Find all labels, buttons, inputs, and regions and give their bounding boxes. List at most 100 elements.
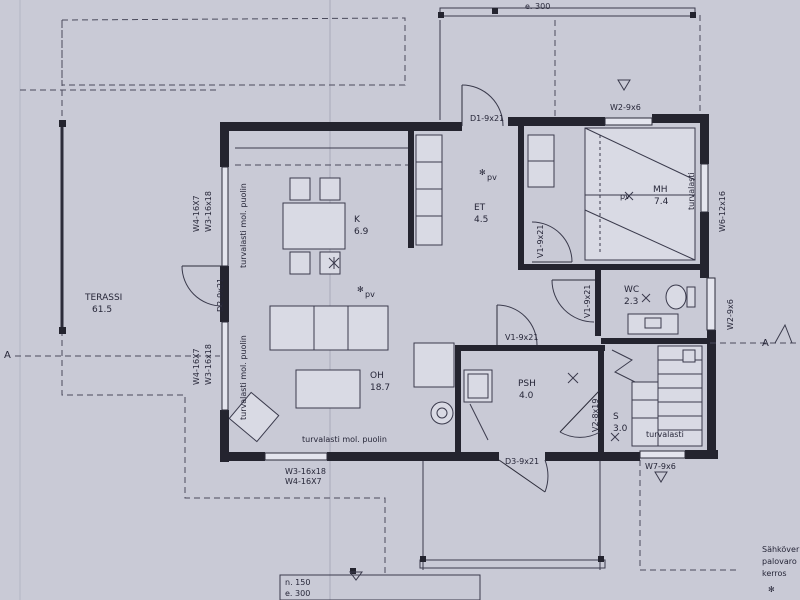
sofa	[269, 305, 389, 351]
door-d3	[498, 459, 549, 493]
section-mark-right: A	[762, 338, 769, 349]
dining-table	[282, 202, 346, 250]
door-d2	[181, 265, 223, 307]
room-psh-area: 4.0	[519, 391, 534, 401]
dining-set	[282, 177, 346, 275]
exterior-walls	[220, 114, 718, 462]
legend-line-1: Sähköver	[762, 545, 800, 554]
window-w6	[700, 163, 709, 213]
room-oh-name: OH	[370, 371, 384, 381]
doors	[181, 84, 601, 493]
legend-line-2: palovaro	[762, 557, 797, 566]
pv-label-oh: pv	[365, 290, 375, 299]
label-v1-et: V1-9x21	[536, 225, 545, 258]
room-k-area: 6.9	[354, 227, 369, 237]
sauna-benches	[611, 345, 703, 447]
light-symbols	[328, 79, 668, 581]
windows	[221, 117, 716, 461]
vent-icon	[617, 79, 631, 91]
pv-notes: pv pv pv ✻ ✻	[357, 168, 630, 299]
label-w6: W6-12x16	[718, 191, 727, 232]
room-psh-name: PSH	[518, 379, 536, 389]
section-lines: A A	[4, 323, 800, 361]
dimension-e300-bottom: e. 300	[285, 589, 310, 598]
armchair	[228, 391, 280, 443]
label-w4-lower: W4-16X7	[192, 348, 201, 385]
label-w2-right: W2-9x6	[726, 299, 735, 330]
window-w3-bottom	[264, 452, 328, 461]
label-w3-bottom: W3-16x18	[285, 467, 326, 476]
room-s-name: S	[613, 412, 619, 422]
opening-labels: D1-9x21 W2-9x6 V1-9x21 D3-9x21 W7-9x6 W3…	[285, 103, 684, 486]
label-w3-lower: W3-16x18	[204, 344, 213, 385]
room-wc-area: 2.3	[624, 297, 638, 307]
label-d1: D1-9x21	[470, 114, 504, 123]
note-safety-glass-sauna: turvalasti	[646, 430, 684, 439]
window-w3-lower	[221, 321, 229, 411]
light-icon	[610, 432, 620, 442]
room-et-area: 4.5	[474, 215, 488, 225]
opening-labels-vertical: W4-16X7 W3-16x18 W4-16X7 W3-16x18 D2-9x2…	[192, 172, 735, 432]
legend-fragment: Sähköver palovaro kerros ✻	[762, 545, 800, 594]
label-w2-top: W2-9x6	[610, 103, 641, 112]
label-w7: W7-9x6	[645, 462, 676, 471]
note-safety-glass-mh: turvalasti	[687, 172, 696, 210]
svg-text:✻: ✻	[768, 585, 775, 594]
door-v1-wc	[551, 279, 595, 323]
room-oh-area: 18.7	[370, 383, 390, 393]
light-icon	[641, 293, 651, 303]
room-terassi-area: 61.5	[92, 305, 112, 315]
legend-line-3: kerros	[762, 569, 787, 578]
label-d2: D2-9x21	[216, 278, 225, 312]
heater-icon	[611, 349, 636, 383]
room-s-area: 3.0	[613, 424, 628, 434]
room-mh-area: 7.4	[654, 197, 669, 207]
window-w2-right	[706, 277, 716, 331]
wardrobes	[415, 127, 696, 261]
chair	[319, 177, 341, 201]
note-safety-glass-upper: turvalasti mol. puolin	[239, 183, 248, 268]
chair	[289, 251, 311, 275]
light-icon	[567, 372, 579, 384]
svg-text:✻: ✻	[357, 285, 364, 294]
interior-walls	[408, 125, 708, 457]
terrace-outline	[20, 15, 740, 575]
chair	[289, 177, 311, 201]
window-w3-upper	[221, 166, 229, 267]
boiler-icon	[430, 401, 454, 425]
pv-label-et: pv	[487, 173, 497, 182]
kitchen-counter	[235, 147, 408, 166]
coffee-table	[295, 369, 361, 409]
toilet-icon	[665, 284, 687, 310]
window-w7	[639, 450, 686, 459]
light-icon	[624, 191, 634, 201]
door-v1-et	[531, 221, 573, 263]
light-icon	[328, 257, 340, 269]
note-safety-glass-bottom: turvalasti mol. puolin	[302, 435, 387, 444]
door-v2	[559, 389, 601, 438]
door-v1-psh	[496, 304, 538, 346]
room-terassi-name: TERASSI	[84, 293, 122, 303]
label-v1-wc: V1-9x21	[583, 285, 592, 318]
label-w4-bottom: W4-16X7	[285, 477, 322, 486]
section-mark-left: A	[4, 350, 11, 361]
label-v1-psh: V1-9x21	[505, 333, 538, 342]
room-mh-name: MH	[653, 185, 668, 195]
room-labels: TERASSI 61.5 K 6.9 ET 4.5 MH 7.4 WC 2.3 …	[84, 185, 669, 434]
dimension-n150: n. 150	[285, 578, 310, 587]
room-wc-name: WC	[624, 285, 639, 295]
armchair	[413, 342, 455, 388]
label-v2: V2-8x19	[591, 399, 600, 432]
bathroom-fixtures	[430, 284, 696, 441]
svg-text:✻: ✻	[479, 168, 486, 177]
label-w3-upper: W3-16x18	[204, 191, 213, 232]
bottom-porch: n. 150 e. 300	[279, 460, 606, 600]
top-porch: e. 300	[438, 2, 696, 120]
label-d3: D3-9x21	[505, 457, 539, 466]
pv-label-mh: pv	[620, 192, 630, 201]
room-et-name: ET	[474, 203, 486, 213]
label-w4-upper: W4-16X7	[192, 195, 201, 232]
door-d1	[461, 84, 504, 127]
note-safety-glass-lower: turvalasti mol. puolin	[239, 335, 248, 420]
